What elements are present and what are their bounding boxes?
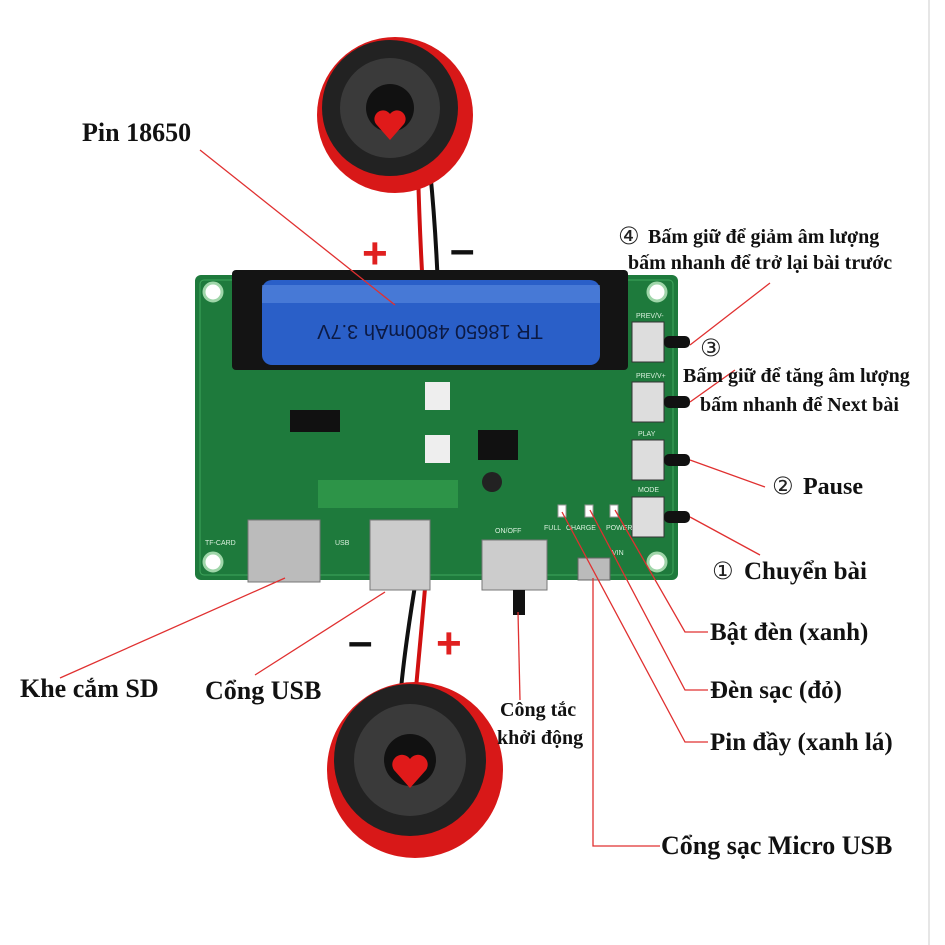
bottom-plus-sign: + [436, 619, 462, 668]
number-1-icon: ① [712, 557, 734, 585]
svg-text:VIN: VIN [612, 550, 624, 557]
number-2-icon: ② [772, 472, 794, 500]
svg-text:USB: USB [335, 540, 350, 547]
label-full-led: Pin đầy (xanh lá) [710, 729, 893, 756]
label-sd-slot: Khe cắm SD [20, 674, 159, 703]
svg-text:PREV/V-: PREV/V- [636, 313, 664, 320]
label-switch-line1: Công tắc [500, 699, 577, 721]
battery-label: TR 18650 4800mAh 3.7V [316, 320, 542, 342]
svg-text:POWER: POWER [606, 525, 632, 532]
speaker-top [317, 37, 473, 193]
top-minus-sign: – [450, 225, 475, 274]
svg-text:ON/OFF: ON/OFF [495, 528, 521, 535]
page-edge [928, 0, 930, 945]
speaker-bottom [327, 682, 503, 858]
label-btn4-line1: Bấm giữ để giảm âm lượng [648, 226, 880, 248]
svg-text:CHARGE: CHARGE [566, 525, 596, 532]
label-battery: Pin 18650 [82, 118, 192, 147]
leader-lines [59, 149, 771, 847]
label-power-led: Bật đèn (xanh) [710, 619, 869, 646]
label-switch-line2: khởi động [497, 727, 584, 749]
svg-text:TF-CARD: TF-CARD [205, 540, 236, 547]
label-charge-led: Đèn sạc (đỏ) [710, 677, 842, 704]
label-pause: Pause [803, 474, 863, 500]
label-btn3-line1: Bấm giữ để tăng âm lượng [683, 365, 910, 387]
bottom-minus-sign: – [348, 617, 373, 666]
label-usb-port: Cổng USB [205, 676, 322, 705]
svg-text:PLAY: PLAY [638, 431, 656, 438]
label-next-track: Chuyển bài [744, 558, 867, 585]
top-plus-sign: + [362, 229, 388, 278]
svg-text:MODE: MODE [638, 487, 659, 494]
svg-text:FULL: FULL [544, 525, 561, 532]
label-btn4-line2: bấm nhanh để trở lại bài trước [628, 252, 893, 274]
number-4-icon: ④ [618, 222, 640, 250]
label-micro-usb: Cổng sạc Micro USB [661, 831, 893, 860]
number-3-icon: ③ [700, 334, 722, 362]
pcb-board: TR 18650 4800mAh 3.7V [195, 270, 690, 615]
label-btn3-line2: bấm nhanh để Next bài [700, 394, 899, 416]
svg-text:PREV/V+: PREV/V+ [636, 373, 666, 380]
